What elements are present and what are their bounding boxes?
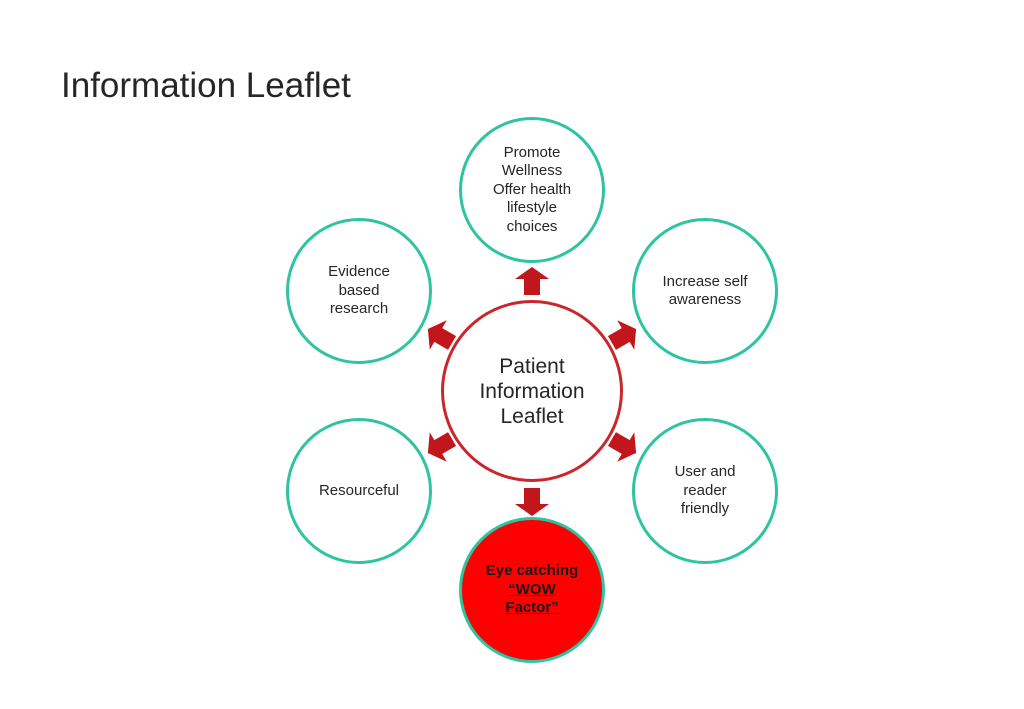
wellness-line-4: lifestyle xyxy=(506,199,557,217)
wellness-line-2: Wellness xyxy=(501,162,563,180)
node-evidence-based-research: Evidence based research xyxy=(286,218,432,364)
arrow-to-resourceful xyxy=(418,422,462,471)
wow-line-3: Factor” xyxy=(505,599,559,617)
wellness-line-3: Offer health xyxy=(492,180,572,198)
friendly-line-1: User and xyxy=(674,463,736,481)
wow-line-2: “WOW xyxy=(508,580,556,598)
wellness-line-5: choices xyxy=(506,217,558,235)
friendly-line-3: friendly xyxy=(680,500,730,518)
arrow-to-friendly xyxy=(602,422,646,471)
node-user-reader-friendly: User and reader friendly xyxy=(632,418,778,564)
center-line-3: Leaflet xyxy=(500,404,564,428)
node-increase-self-awareness: Increase self awareness xyxy=(632,218,778,364)
evidence-line-3: research xyxy=(329,300,389,318)
arrow-to-wellness xyxy=(512,267,552,295)
center-node-patient-information-leaflet: Patient Information Leaflet xyxy=(441,300,623,482)
slide-title: Information Leaflet xyxy=(61,66,351,105)
friendly-line-2: reader xyxy=(683,481,727,499)
awareness-line-2: awareness xyxy=(668,291,742,308)
arrow-to-awareness xyxy=(602,312,646,361)
node-promote-wellness: Promote Wellness Offer health lifestyle … xyxy=(459,117,605,263)
arrow-to-evidence xyxy=(418,312,462,361)
wow-line-1: Eye catching xyxy=(485,562,579,580)
node-eye-catching-wow-factor: Eye catching “WOW Factor” xyxy=(459,517,605,663)
resource-line-1: Resourceful xyxy=(318,481,400,499)
center-line-2: Information xyxy=(479,379,585,403)
evidence-line-2: based xyxy=(338,281,380,299)
center-line-1: Patient xyxy=(499,354,565,378)
evidence-line-1: Evidence xyxy=(328,263,390,281)
node-resourceful: Resourceful xyxy=(286,418,432,564)
awareness-line-1: Increase self xyxy=(662,272,748,290)
arrow-to-wow xyxy=(512,488,552,516)
wellness-line-1: Promote xyxy=(503,143,561,161)
